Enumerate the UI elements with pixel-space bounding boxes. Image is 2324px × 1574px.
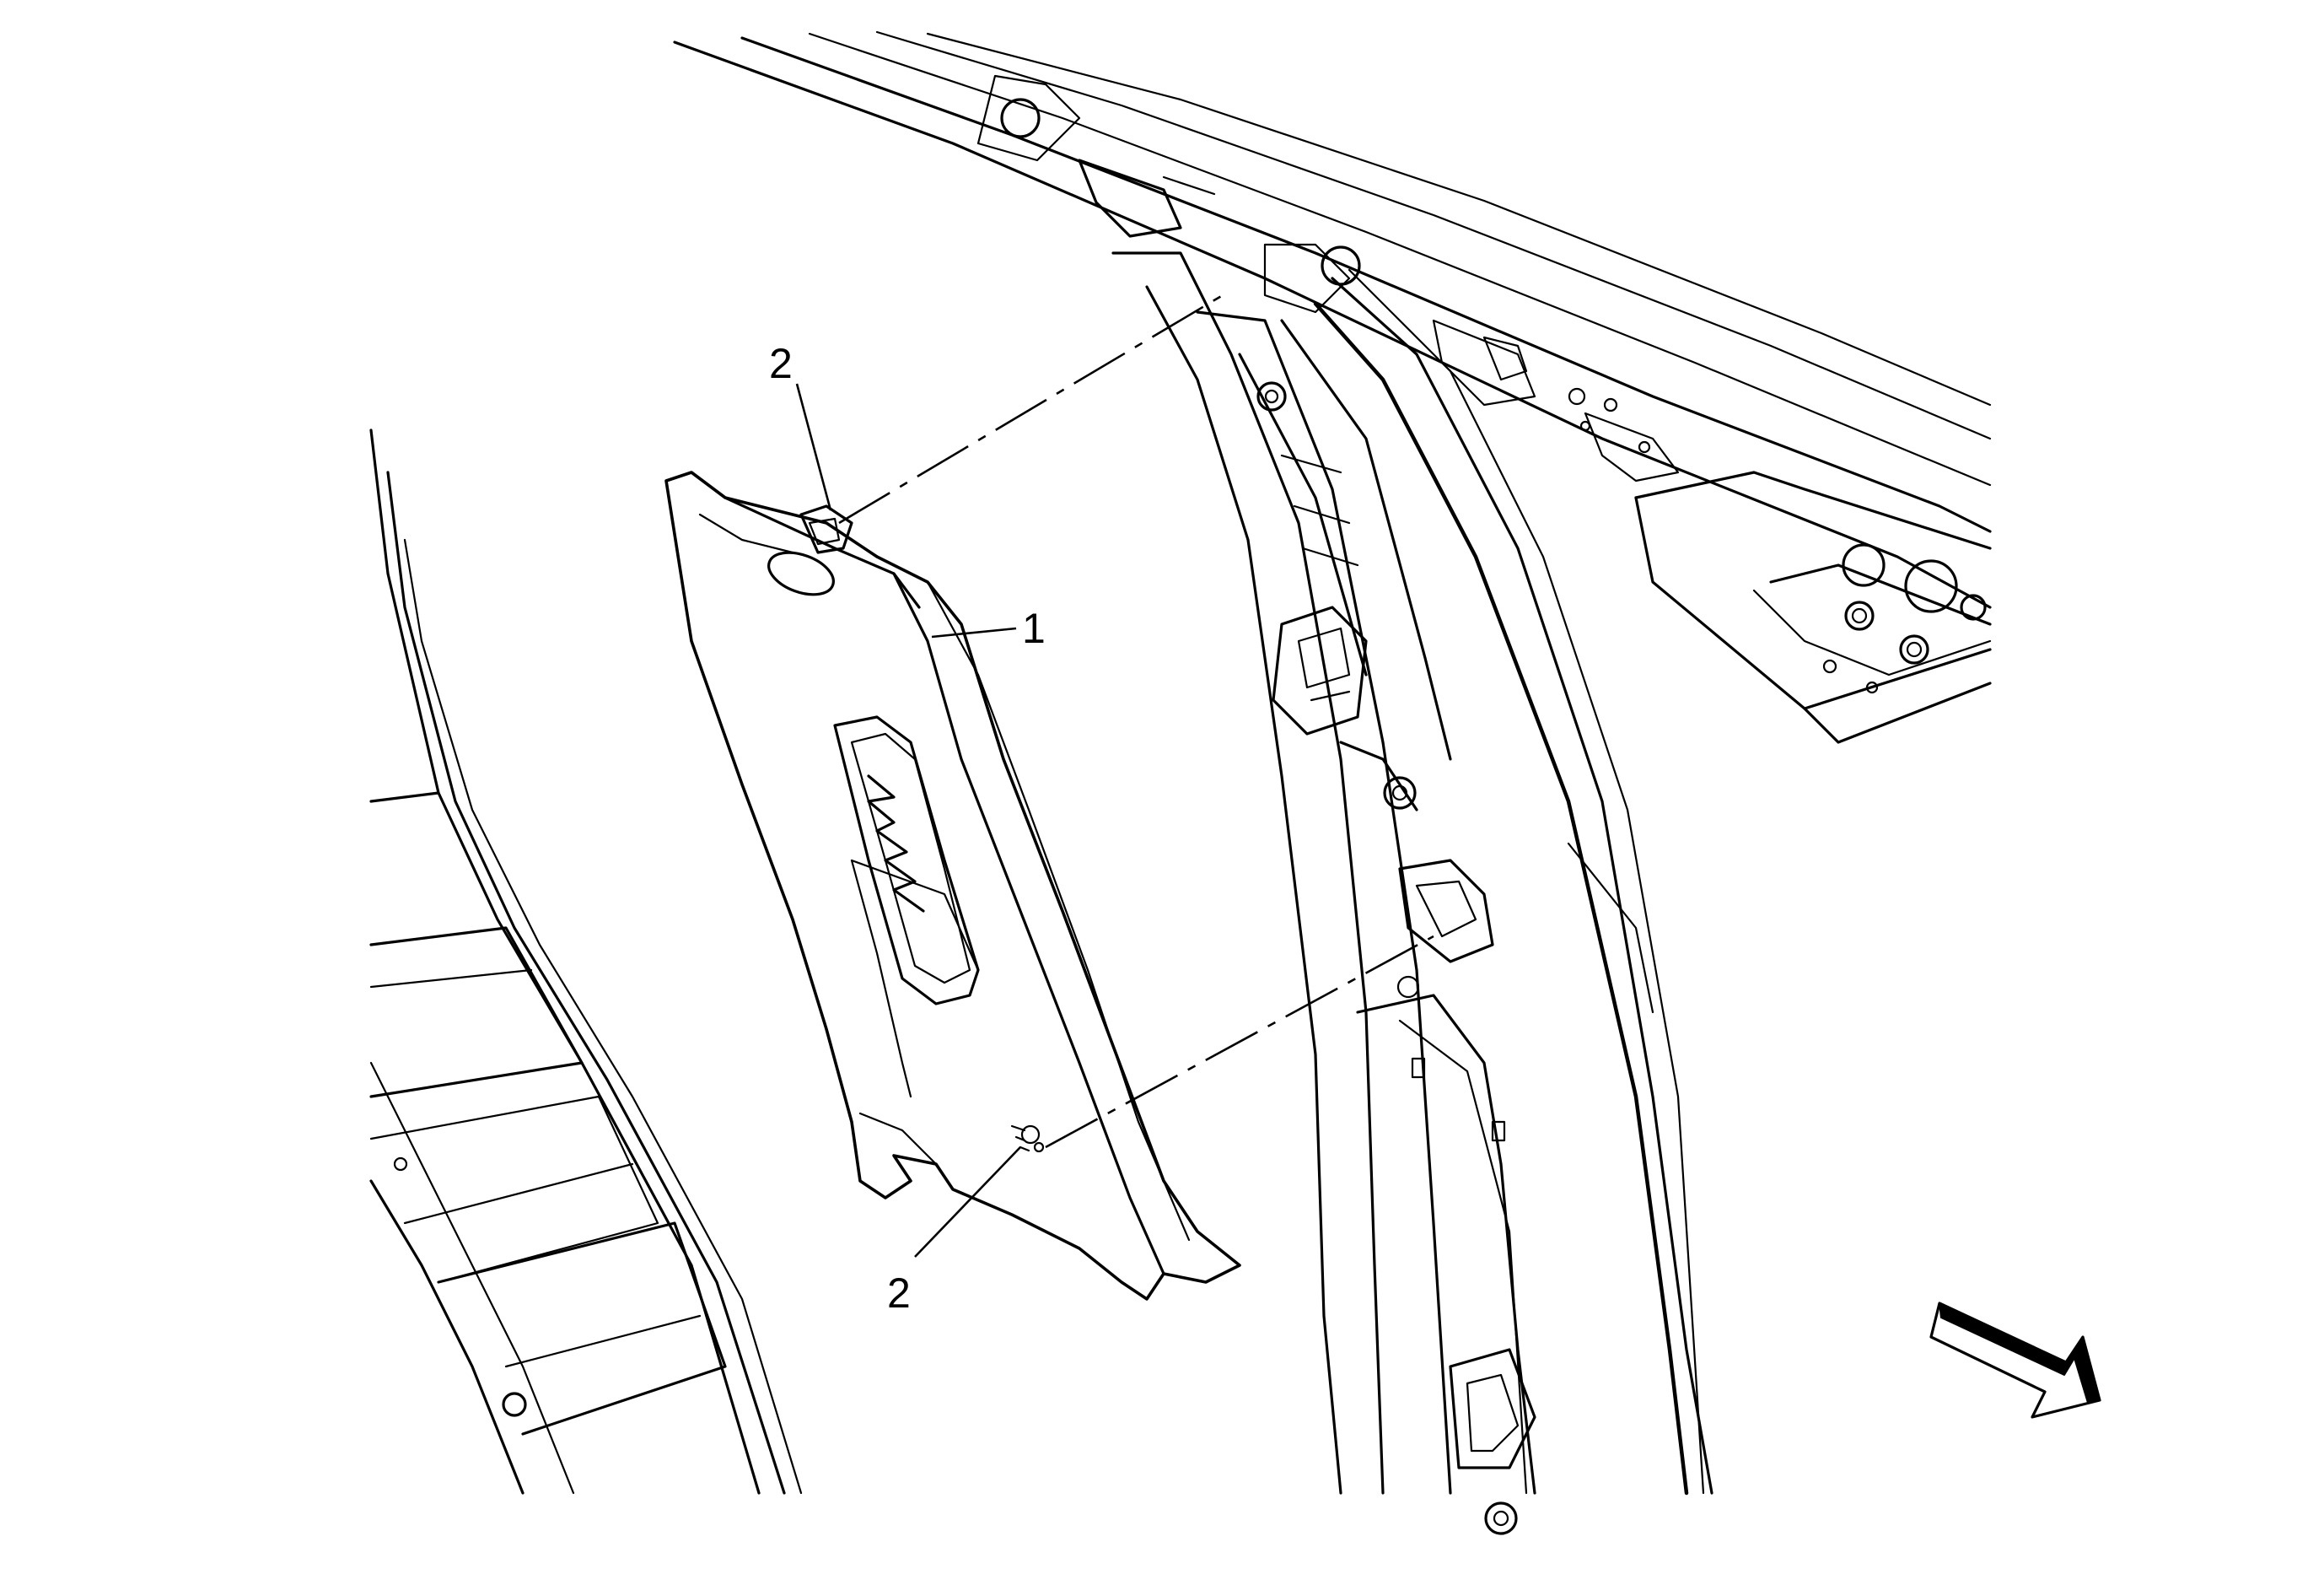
roof-rail	[673, 30, 1992, 744]
front-of-vehicle-arrow-icon	[1929, 1302, 2101, 1419]
alignment-lines	[838, 294, 1434, 1149]
leader-2-top	[795, 383, 832, 511]
b-pillar-body	[1111, 251, 1713, 1535]
phantom-line-bottom	[1045, 935, 1434, 1149]
rear-door-frame	[369, 429, 803, 1495]
leaders	[795, 383, 1021, 1258]
callout-2-top: 2	[769, 340, 793, 387]
center-pillar-upper-trim-panel	[664, 471, 1241, 1301]
phantom-line-top	[838, 294, 1224, 525]
leader-1	[931, 627, 1017, 639]
callout-1: 1	[1022, 605, 1046, 652]
leader-2-bottom	[914, 1146, 1021, 1258]
callout-2-bottom: 2	[887, 1269, 911, 1317]
